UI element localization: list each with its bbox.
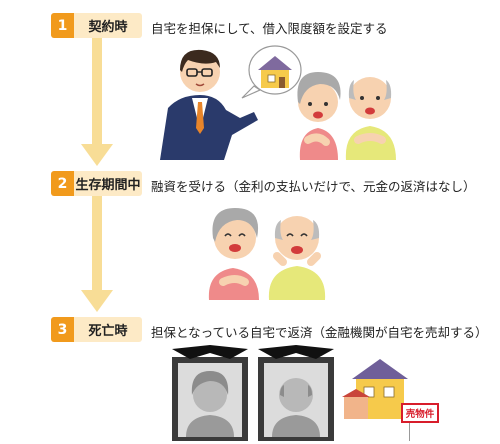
death-scene-illustration (172, 345, 410, 441)
lifetime-scene-illustration (208, 208, 326, 300)
arrow-1-shaft (92, 38, 102, 146)
arrow-2-shaft (92, 196, 102, 292)
step-1-badge: 1 契約時 (51, 13, 142, 38)
step-3-title: 死亡時 (74, 317, 142, 342)
step-3-description: 担保となっている自宅で返済（金融機関が自宅を売却する） (151, 325, 488, 340)
for-sale-sign: 売物件 (401, 403, 439, 423)
step-2-badge: 2 生存期間中 (51, 171, 142, 196)
step-2-number: 2 (51, 171, 74, 196)
arrow-2-head (81, 290, 113, 312)
step-3-badge: 3 死亡時 (51, 317, 142, 342)
step-3-number: 3 (51, 317, 74, 342)
arrow-1-head (81, 144, 113, 166)
step-2-description: 融資を受ける（金利の支払いだけで、元金の返済はなし） (151, 179, 476, 194)
step-1-number: 1 (51, 13, 74, 38)
step-1-description: 自宅を担保にして、借入限度額を設定する (151, 21, 388, 36)
contract-scene-illustration (160, 45, 396, 160)
step-1-title: 契約時 (74, 13, 142, 38)
step-2-title: 生存期間中 (74, 171, 142, 196)
